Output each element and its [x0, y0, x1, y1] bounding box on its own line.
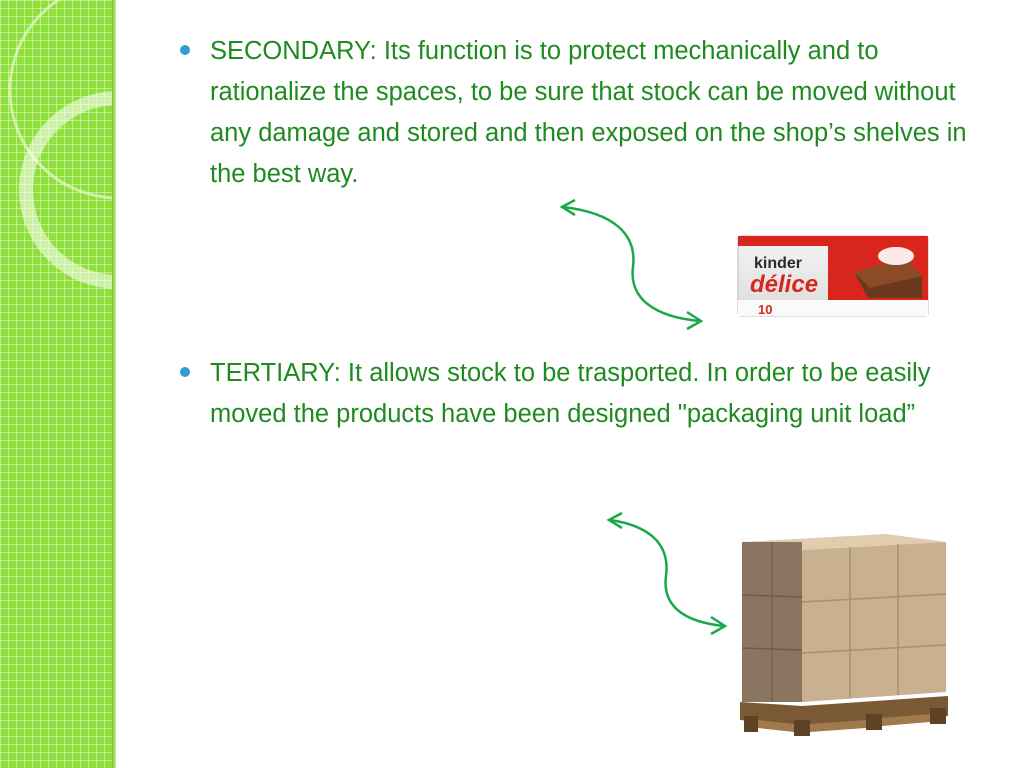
product-brand: kinder — [754, 255, 802, 272]
product-name: délice — [750, 271, 818, 298]
bullet-tertiary: TERTIARY: It allows stock to be trasport… — [180, 353, 980, 435]
curved-double-arrow-icon — [606, 511, 728, 636]
bullet-text-secondary: SECONDARY: Its function is to protect me… — [210, 37, 967, 188]
bullet-text-tertiary: TERTIARY: It allows stock to be trasport… — [210, 359, 931, 428]
decorative-circles — [8, 0, 112, 289]
left-decorative-band — [0, 0, 112, 768]
bullet-dot — [180, 45, 190, 55]
curved-double-arrow-icon — [559, 198, 704, 330]
bullet-dot — [180, 367, 190, 377]
pallet-boxes-image — [740, 534, 948, 736]
bullet-secondary: SECONDARY: Its function is to protect me… — [180, 31, 980, 195]
kinder-delice-product-image: kinder délice 10 — [737, 235, 929, 317]
product-count: 10 — [758, 302, 772, 317]
band-edge — [112, 0, 116, 768]
